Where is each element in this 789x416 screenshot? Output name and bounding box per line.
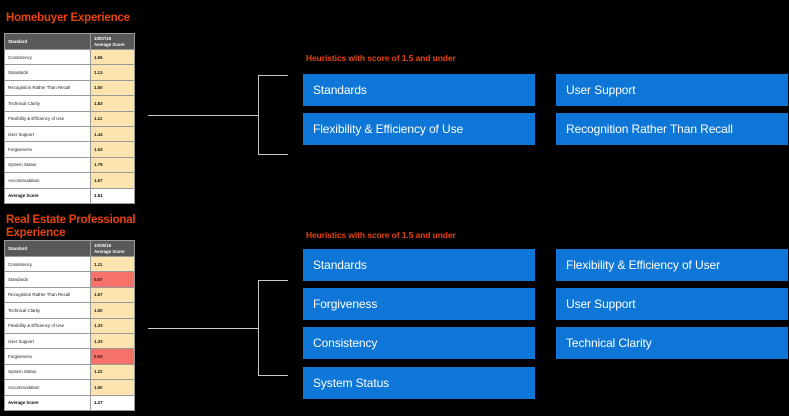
table-row: Forgiveness 0.93 [4, 348, 135, 365]
cell-standard: Accommodation [4, 172, 91, 189]
cell-score: 1.78 [90, 156, 135, 174]
table-body: Consistency 1.56 Standards 1.13 Recognit… [4, 48, 135, 204]
cell-total-score: 1.51 [90, 187, 135, 204]
heuristic-card[interactable]: Recognition Rather Than Recall [556, 113, 788, 145]
cell-standard: Flexibility & Efficiency of Use [4, 110, 91, 127]
cell-score: 1.50 [90, 302, 135, 319]
cell-standard: Standards [4, 64, 91, 81]
table-row: Consistency 1.56 [4, 48, 135, 66]
cell-standard: User Support [4, 332, 91, 350]
table-row: User Support 1.33 [4, 332, 135, 350]
bracket-vertical-line [258, 280, 260, 376]
cell-score: 1.11 [90, 110, 135, 127]
homebuyer-section-title: Homebuyer Experience [6, 12, 130, 24]
cell-score: 1.22 [90, 363, 135, 381]
table-row: System Status 1.22 [4, 363, 135, 381]
cell-standard: Technical Clarity [4, 302, 91, 319]
bracket-vertical-line [258, 75, 260, 155]
heuristic-card[interactable]: Standards [303, 74, 535, 106]
heuristic-card[interactable]: Flexibility & Efficiency of User [556, 249, 788, 281]
cell-total-label: Average Score [4, 394, 91, 411]
cell-score: 1.33 [90, 332, 135, 350]
cell-score: 1.50 [90, 379, 135, 396]
cell-standard: System Status [4, 156, 91, 174]
bracket-arm-bottom [258, 374, 288, 376]
heuristic-card[interactable]: Standards [303, 249, 535, 281]
cell-total-label: Average Score [4, 187, 91, 204]
table-row: Forgiveness 1.53 [4, 141, 135, 158]
heuristic-card[interactable]: Consistency [303, 327, 535, 359]
table-row: Consistency 1.11 [4, 255, 135, 273]
table-total-row: Average Score 1.51 [4, 187, 135, 204]
column-header-standard: Standard [4, 240, 91, 257]
cell-standard: Accommodation [4, 379, 91, 396]
heuristic-card[interactable]: User Support [556, 74, 788, 106]
table-header-row: Standard 10/25/19 Average Score [4, 240, 135, 257]
table-row: Recognition Rather Than Recall 1.50 [4, 79, 135, 97]
cell-standard: Recognition Rather Than Recall [4, 286, 91, 304]
cell-standard: Flexibility & Efficiency of Use [4, 317, 91, 334]
cell-score-low: 0.93 [90, 348, 135, 365]
heuristic-card[interactable]: System Status [303, 367, 535, 399]
column-header-average-score: 10/25/19 Average Score [90, 240, 135, 257]
cell-standard: Consistency [4, 255, 91, 273]
cell-standard: System Status [4, 363, 91, 381]
realestate-section-title: Real Estate Professional Experience [6, 214, 136, 239]
cell-score: 1.11 [90, 255, 135, 273]
heuristic-card[interactable]: User Support [556, 288, 788, 320]
homebuyer-score-table: Standard 10/07/19 Average Score Consiste… [4, 33, 135, 204]
table-header-row: Standard 10/07/19 Average Score [4, 33, 135, 50]
bracket-arm-top [258, 75, 288, 77]
table-row: Accommodation 1.67 [4, 172, 135, 189]
column-header-average-score: 10/07/19 Average Score [90, 33, 135, 50]
cell-score: 1.13 [90, 64, 135, 81]
cell-standard: Forgiveness [4, 141, 91, 158]
cell-score: 1.67 [90, 172, 135, 189]
cell-score: 1.53 [90, 141, 135, 158]
table-row: Recognition Rather Than Recall 1.67 [4, 286, 135, 304]
cell-standard: User Support [4, 125, 91, 143]
table-row: Technical Clarity 1.50 [4, 302, 135, 319]
cell-score: 1.56 [90, 48, 135, 66]
realestate-score-table: Standard 10/25/19 Average Score Consiste… [4, 240, 135, 411]
table-row: Standards 1.13 [4, 64, 135, 81]
table-row: System Status 1.78 [4, 156, 135, 174]
table-row: Accommodation 1.50 [4, 379, 135, 396]
bracket-stem [148, 328, 258, 330]
heuristic-card[interactable]: Technical Clarity [556, 327, 788, 359]
table-row: Flexibility & Efficiency of Use 1.11 [4, 110, 135, 127]
heuristic-card[interactable]: Forgiveness [303, 288, 535, 320]
heuristic-card[interactable]: Flexibility & Efficiency of Use [303, 113, 535, 145]
cell-score-low: 0.87 [90, 271, 135, 288]
bracket-arm-bottom [258, 153, 288, 155]
cell-score: 1.50 [90, 79, 135, 97]
cell-score: 1.67 [90, 286, 135, 304]
cell-standard: Technical Clarity [4, 95, 91, 112]
cell-standard: Standards [4, 271, 91, 288]
cell-standard: Recognition Rather Than Recall [4, 79, 91, 97]
bracket-stem [148, 115, 258, 117]
cell-score: 1.44 [90, 125, 135, 143]
cell-score: 1.33 [90, 317, 135, 334]
table-row: User Support 1.44 [4, 125, 135, 143]
table-row: Technical Clarity 1.83 [4, 95, 135, 112]
table-total-row: Average Score 1.27 [4, 394, 135, 411]
table-row: Standards 0.87 [4, 271, 135, 288]
table-row: Flexibility & Efficiency of Use 1.33 [4, 317, 135, 334]
heuristics-group-title-bottom: Heuristics with score of 1.5 and under [306, 230, 456, 240]
column-header-standard: Standard [4, 33, 91, 50]
cell-standard: Consistency [4, 48, 91, 66]
cell-total-score: 1.27 [90, 394, 135, 411]
bracket-arm-top [258, 280, 288, 282]
cell-score: 1.83 [90, 95, 135, 112]
cell-standard: Forgiveness [4, 348, 91, 365]
table-body: Consistency 1.11 Standards 0.87 Recognit… [4, 255, 135, 411]
heuristics-group-title-top: Heuristics with score of 1.5 and under [306, 53, 456, 63]
